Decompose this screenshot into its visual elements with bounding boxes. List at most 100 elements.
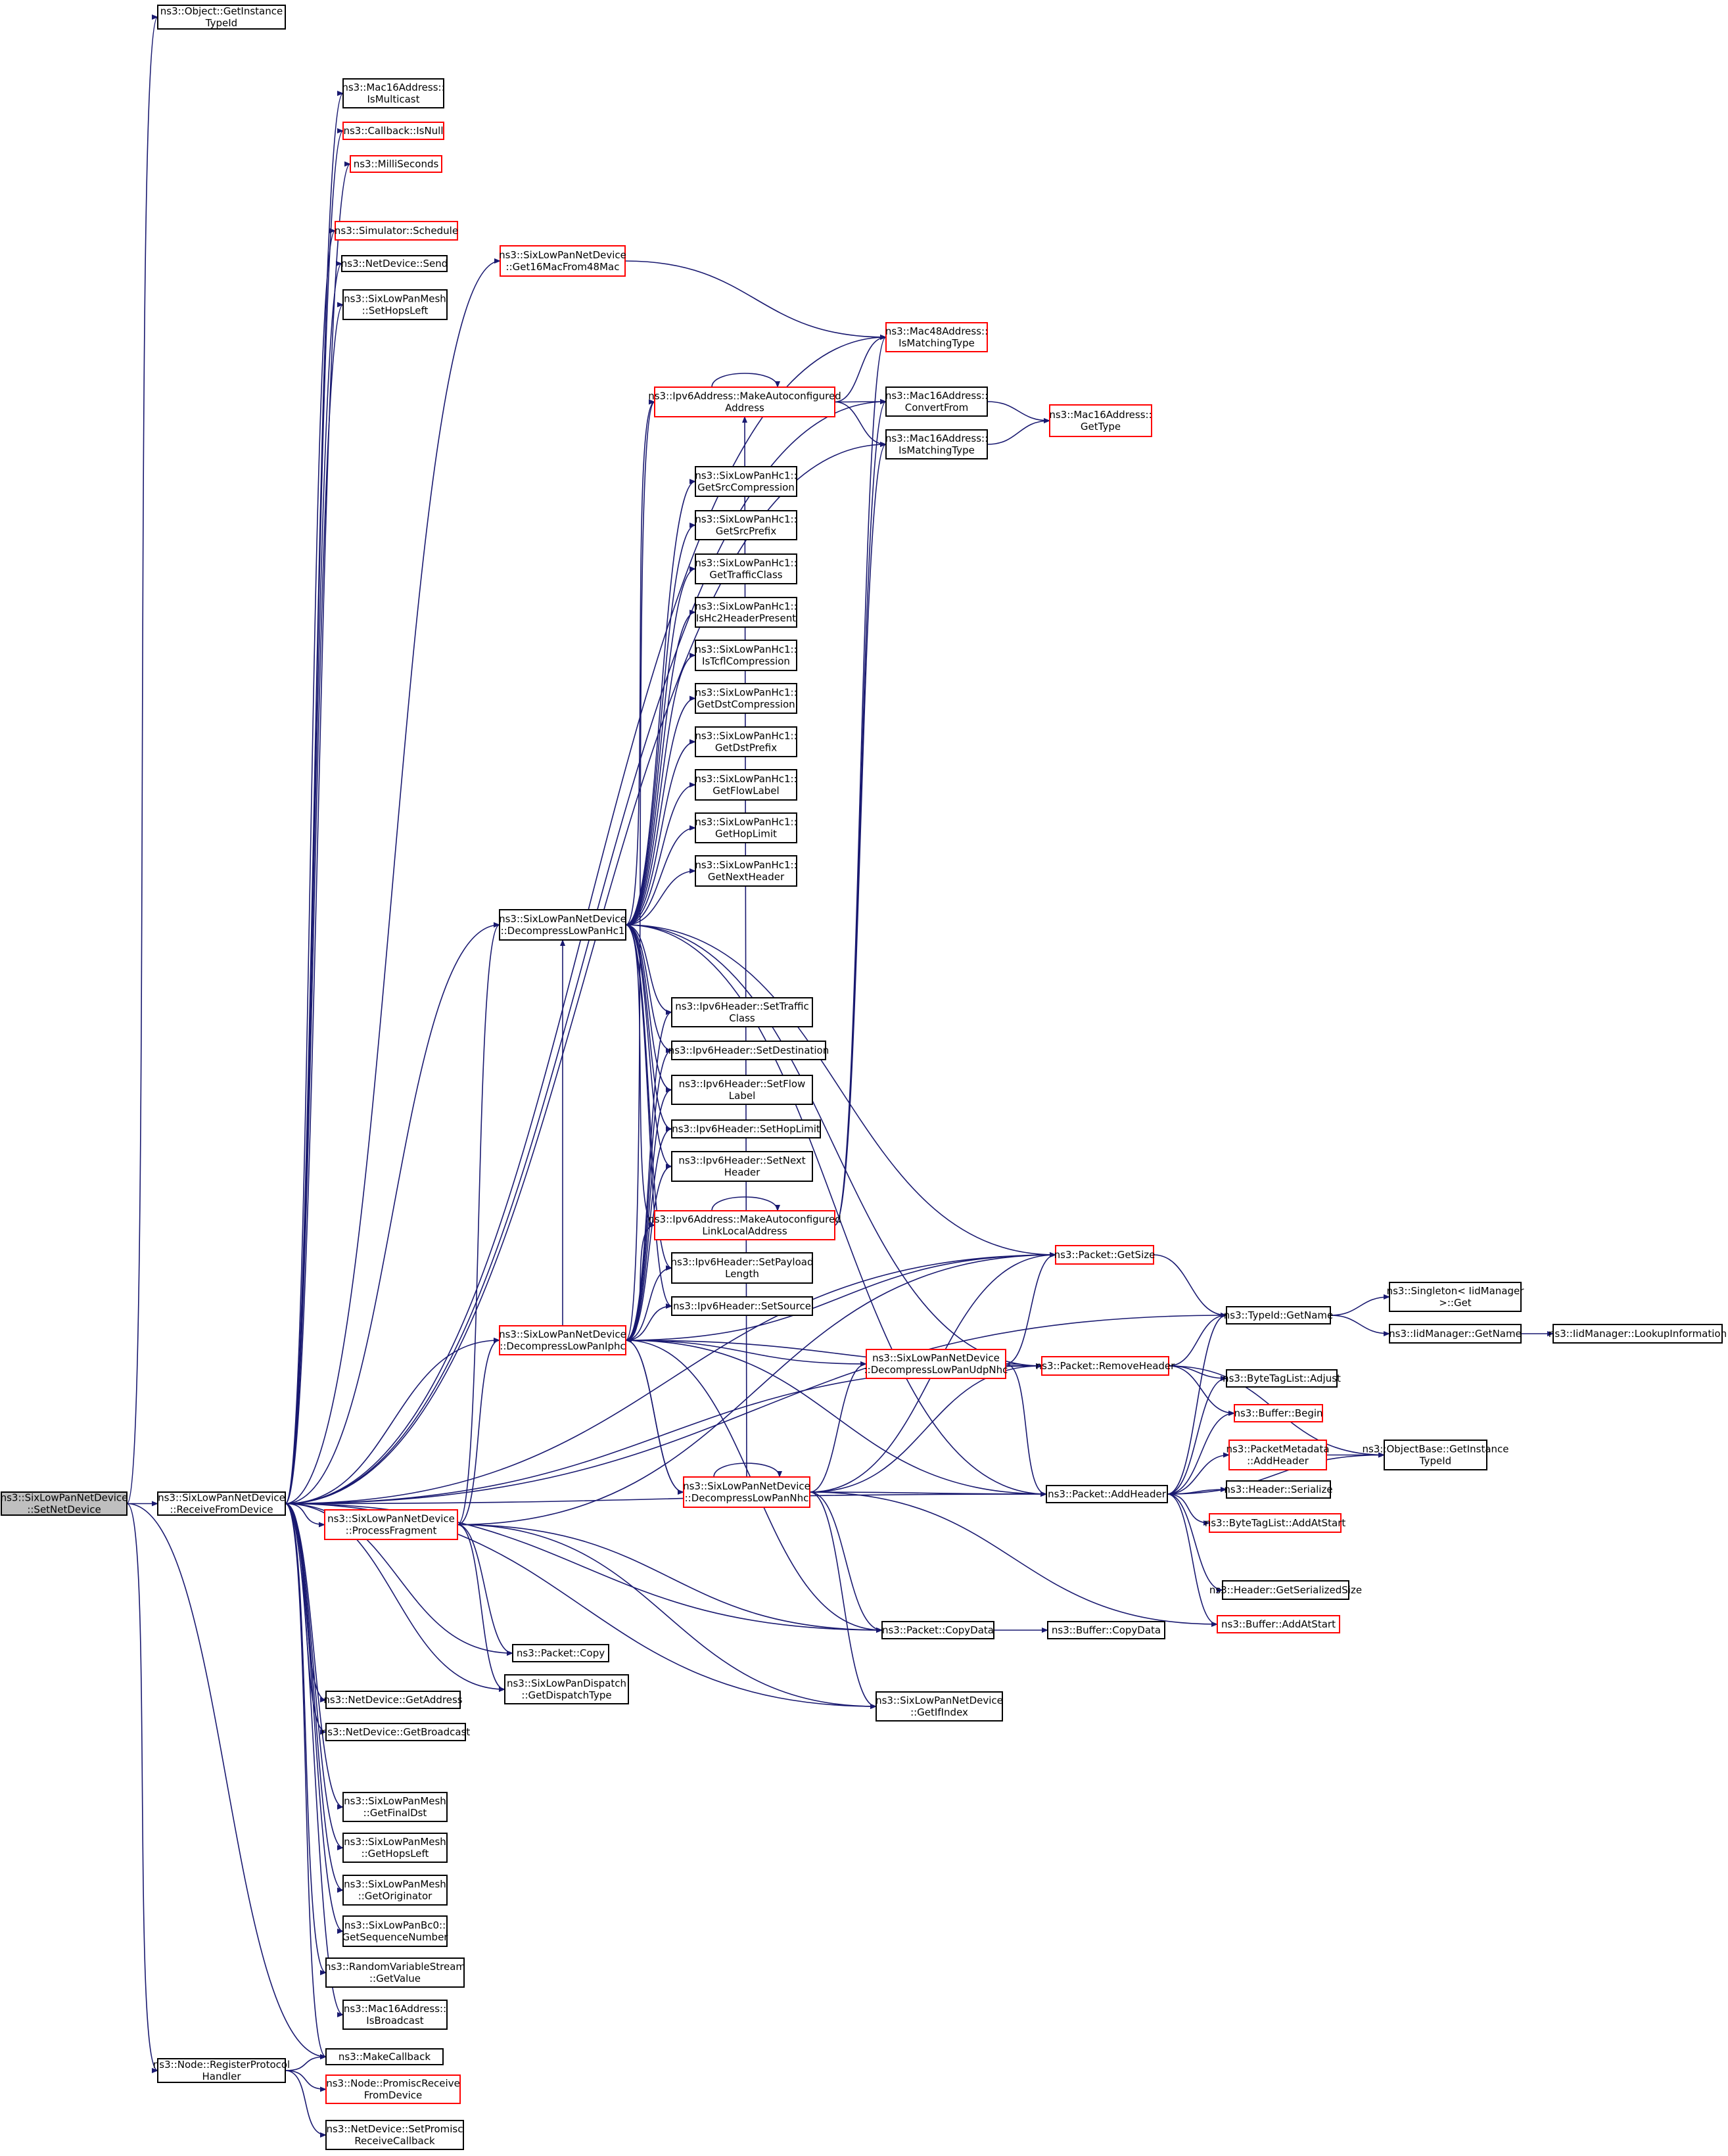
- graph-node-callback-is-null[interactable]: ns3::Callback::IsNull: [342, 122, 444, 140]
- node-box: [695, 855, 797, 887]
- graph-node-mac16-convert-from[interactable]: ns3::Mac16Address::ConvertFrom: [885, 387, 988, 417]
- graph-node-decompress-low-pan-hc1[interactable]: ns3::SixLowPanNetDevice::DecompressLowPa…: [499, 909, 626, 941]
- graph-node-hc1-get-src-compression[interactable]: ns3::SixLowPanHc1::GetSrcCompression: [695, 466, 797, 497]
- graph-node-set-promisc-receive-callback[interactable]: ns3::NetDevice::SetPromiscReceiveCallbac…: [325, 2120, 464, 2150]
- node-label: ns3::Header::Serialize: [1224, 1484, 1332, 1495]
- graph-node-mesh-get-hops-left[interactable]: ns3::SixLowPanMesh::GetHopsLeft: [342, 1833, 448, 1863]
- call-edge: [624, 260, 887, 340]
- graph-node-ipv6-set-destination[interactable]: ns3::Ipv6Header::SetDestination: [668, 1041, 829, 1060]
- graph-node-decompress-low-pan-iphc[interactable]: ns3::SixLowPanNetDevice::DecompressLowPa…: [499, 1325, 626, 1355]
- graph-node-random-get-value[interactable]: ns3::RandomVariableStream::GetValue: [325, 1957, 465, 1988]
- graph-node-bc0-get-sequence-number[interactable]: ns3::SixLowPanBc0::GetSequenceNumber: [342, 1915, 449, 1947]
- graph-node-mesh-set-hops-left[interactable]: ns3::SixLowPanMesh::SetHopsLeft: [342, 289, 448, 320]
- graph-node-simulator-schedule[interactable]: ns3::Simulator::Schedule: [335, 221, 458, 241]
- graph-node-get16-mac-from48-mac[interactable]: ns3::SixLowPanNetDevice::Get16MacFrom48M…: [499, 245, 626, 277]
- graph-node-make-autoconfigured-link-local[interactable]: ns3::Ipv6Address::MakeAutoconfiguredLink…: [648, 1210, 841, 1240]
- node-label: ns3::SixLowPanNetDevice: [499, 913, 626, 925]
- graph-node-mac16-is-broadcast[interactable]: ns3::Mac16Address::IsBroadcast: [342, 2000, 448, 2030]
- graph-node-buffer-copy-data[interactable]: ns3::Buffer::CopyData: [1047, 1621, 1165, 1639]
- graph-node-get-if-index[interactable]: ns3::SixLowPanNetDevice::GetIfIndex: [876, 1691, 1003, 1722]
- graph-node-singleton-get[interactable]: ns3::Singleton< IidManager >::Get: [1387, 1282, 1525, 1312]
- graph-node-packet-metadata-add-header[interactable]: ns3::PacketMetadata::AddHeader: [1226, 1440, 1330, 1470]
- graph-node-packet-copy-data[interactable]: ns3::Packet::CopyData: [881, 1621, 994, 1639]
- graph-node-net-device-get-address[interactable]: ns3::NetDevice::GetAddress: [323, 1691, 463, 1709]
- graph-node-hc1-get-traffic-class[interactable]: ns3::SixLowPanHc1::GetTrafficClass: [695, 553, 797, 584]
- node-box: [157, 2058, 286, 2083]
- graph-node-mac16-get-type[interactable]: ns3::Mac16Address::GetType: [1049, 404, 1152, 437]
- graph-node-make-autoconfigured-address[interactable]: ns3::Ipv6Address::MakeAutoconfiguredAddr…: [648, 387, 841, 417]
- node-label: ns3::Ipv6Header::SetSource: [673, 1300, 811, 1312]
- graph-node-make-callback[interactable]: ns3::MakeCallback: [325, 2048, 444, 2065]
- graph-node-ipv6-set-hop-limit[interactable]: ns3::Ipv6Header::SetHopLimit: [671, 1119, 821, 1138]
- graph-node-hc1-get-dst-prefix[interactable]: ns3::SixLowPanHc1::GetDstPrefix: [695, 726, 797, 757]
- graph-node-net-device-get-broadcast[interactable]: ns3::NetDevice::GetBroadcast: [321, 1723, 471, 1741]
- graph-node-decompress-low-pan-nhc[interactable]: ns3::SixLowPanNetDevice::DecompressLowPa…: [683, 1476, 810, 1508]
- graph-node-receive-from-device[interactable]: ns3::SixLowPanNetDevice::ReceiveFromDevi…: [157, 1491, 286, 1516]
- graph-node-process-fragment[interactable]: ns3::SixLowPanNetDevice::ProcessFragment: [324, 1509, 458, 1540]
- call-edge: [1167, 1493, 1218, 1627]
- graph-node-header-get-serialized-size[interactable]: ns3::Header::GetSerializedSize: [1209, 1580, 1362, 1600]
- node-box: [512, 1644, 609, 1662]
- graph-node-hc1-is-hc2-header-present[interactable]: ns3::SixLowPanHc1::IsHc2HeaderPresent: [695, 597, 797, 628]
- graph-node-packet-copy[interactable]: ns3::Packet::Copy: [512, 1644, 609, 1662]
- graph-node-hc1-get-hop-limit[interactable]: ns3::SixLowPanHc1::GetHopLimit: [695, 812, 797, 843]
- call-edge: [625, 1338, 684, 1493]
- node-label: ns3::Ipv6Header::SetHopLimit: [672, 1123, 820, 1135]
- graph-node-header-serialize[interactable]: ns3::Header::Serialize: [1224, 1480, 1333, 1499]
- call-edge: [285, 1503, 344, 1810]
- graph-node-decompress-low-pan-udp-nhc[interactable]: ns3::SixLowPanNetDevice::DecompressLowPa…: [864, 1349, 1008, 1379]
- call-edge: [834, 399, 887, 1226]
- call-edge: [1168, 1365, 1227, 1381]
- graph-node-buffer-begin[interactable]: ns3::Buffer::Begin: [1234, 1404, 1323, 1422]
- graph-node-byte-tag-list-add-at-start[interactable]: ns3::ByteTagList::AddAtStart: [1205, 1513, 1346, 1533]
- call-edge: [625, 1126, 672, 1341]
- graph-node-byte-tag-list-adjust[interactable]: ns3::ByteTagList::Adjust: [1223, 1369, 1341, 1388]
- graph-node-iid-manager-lookup-information[interactable]: ns3::IidManager::LookupInformation: [1549, 1324, 1727, 1344]
- graph-node-hc1-is-tcfl-compression[interactable]: ns3::SixLowPanHc1::IsTcflCompression: [695, 640, 797, 671]
- node-box: [1389, 1324, 1522, 1344]
- graph-node-hc1-get-src-prefix[interactable]: ns3::SixLowPanHc1::GetSrcPrefix: [695, 510, 797, 540]
- graph-node-mac16-is-matching-type[interactable]: ns3::Mac16Address::IsMatchingType: [885, 429, 988, 459]
- call-edge: [457, 1524, 505, 1692]
- call-edge: [625, 1010, 672, 1341]
- node-label: ::ReceiveFromDevice: [170, 1504, 273, 1516]
- graph-node-net-device-send[interactable]: ns3::NetDevice::Send: [341, 255, 448, 272]
- node-box: [342, 289, 448, 320]
- node-label: ::SetNetDevice: [27, 1504, 101, 1516]
- graph-node-buffer-add-at-start[interactable]: ns3::Buffer::AddAtStart: [1217, 1615, 1340, 1633]
- graph-node-hc1-get-next-header[interactable]: ns3::SixLowPanHc1::GetNextHeader: [695, 855, 797, 887]
- graph-node-hc1-get-flow-label[interactable]: ns3::SixLowPanHc1::GetFlowLabel: [695, 769, 797, 801]
- node-label: ns3::NetDevice::SetPromisc: [327, 2123, 463, 2135]
- graph-node-mac16-is-multicast[interactable]: ns3::Mac16Address::IsMulticast: [342, 78, 445, 108]
- call-edge: [285, 128, 344, 1505]
- graph-node-iid-manager-get-name[interactable]: ns3::IidManager::GetName: [1389, 1324, 1522, 1344]
- graph-node-mesh-get-final-dst[interactable]: ns3::SixLowPanMesh::GetFinalDst: [342, 1792, 448, 1822]
- graph-node-mesh-get-originator[interactable]: ns3::SixLowPanMesh::GetOriginator: [342, 1875, 448, 1906]
- graph-node-packet-add-header[interactable]: ns3::Packet::AddHeader: [1046, 1485, 1168, 1503]
- graph-node-mac48-is-matching-type[interactable]: ns3::Mac48Address::IsMatchingType: [885, 322, 988, 352]
- node-label: ns3::SixLowPanMesh: [344, 1836, 446, 1848]
- graph-node-ipv6-set-source[interactable]: ns3::Ipv6Header::SetSource: [671, 1296, 813, 1316]
- call-edge: [285, 1252, 1056, 1505]
- call-edge: [126, 14, 158, 1505]
- call-edge: [1330, 1294, 1390, 1316]
- graph-node-milli-seconds[interactable]: ns3::MilliSeconds: [350, 155, 442, 173]
- node-box: [342, 1792, 448, 1822]
- node-label: ns3::Buffer::Begin: [1234, 1407, 1322, 1419]
- graph-node-type-id-get-name[interactable]: ns3::TypeId::GetName: [1224, 1306, 1333, 1324]
- call-edge: [625, 924, 1047, 1497]
- graph-node-dispatch-get-dispatch-type[interactable]: ns3::SixLowPanDispatch::GetDispatchType: [504, 1674, 629, 1704]
- graph-node-hc1-get-dst-compression[interactable]: ns3::SixLowPanHc1::GetDstCompression: [695, 683, 797, 714]
- graph-node-packet-get-size[interactable]: ns3::Packet::GetSize: [1054, 1245, 1156, 1265]
- graph-node-packet-remove-header[interactable]: ns3::Packet::RemoveHeader: [1036, 1356, 1175, 1376]
- node-label: ::GetIfIndex: [910, 1706, 968, 1718]
- node-box: [324, 1509, 458, 1540]
